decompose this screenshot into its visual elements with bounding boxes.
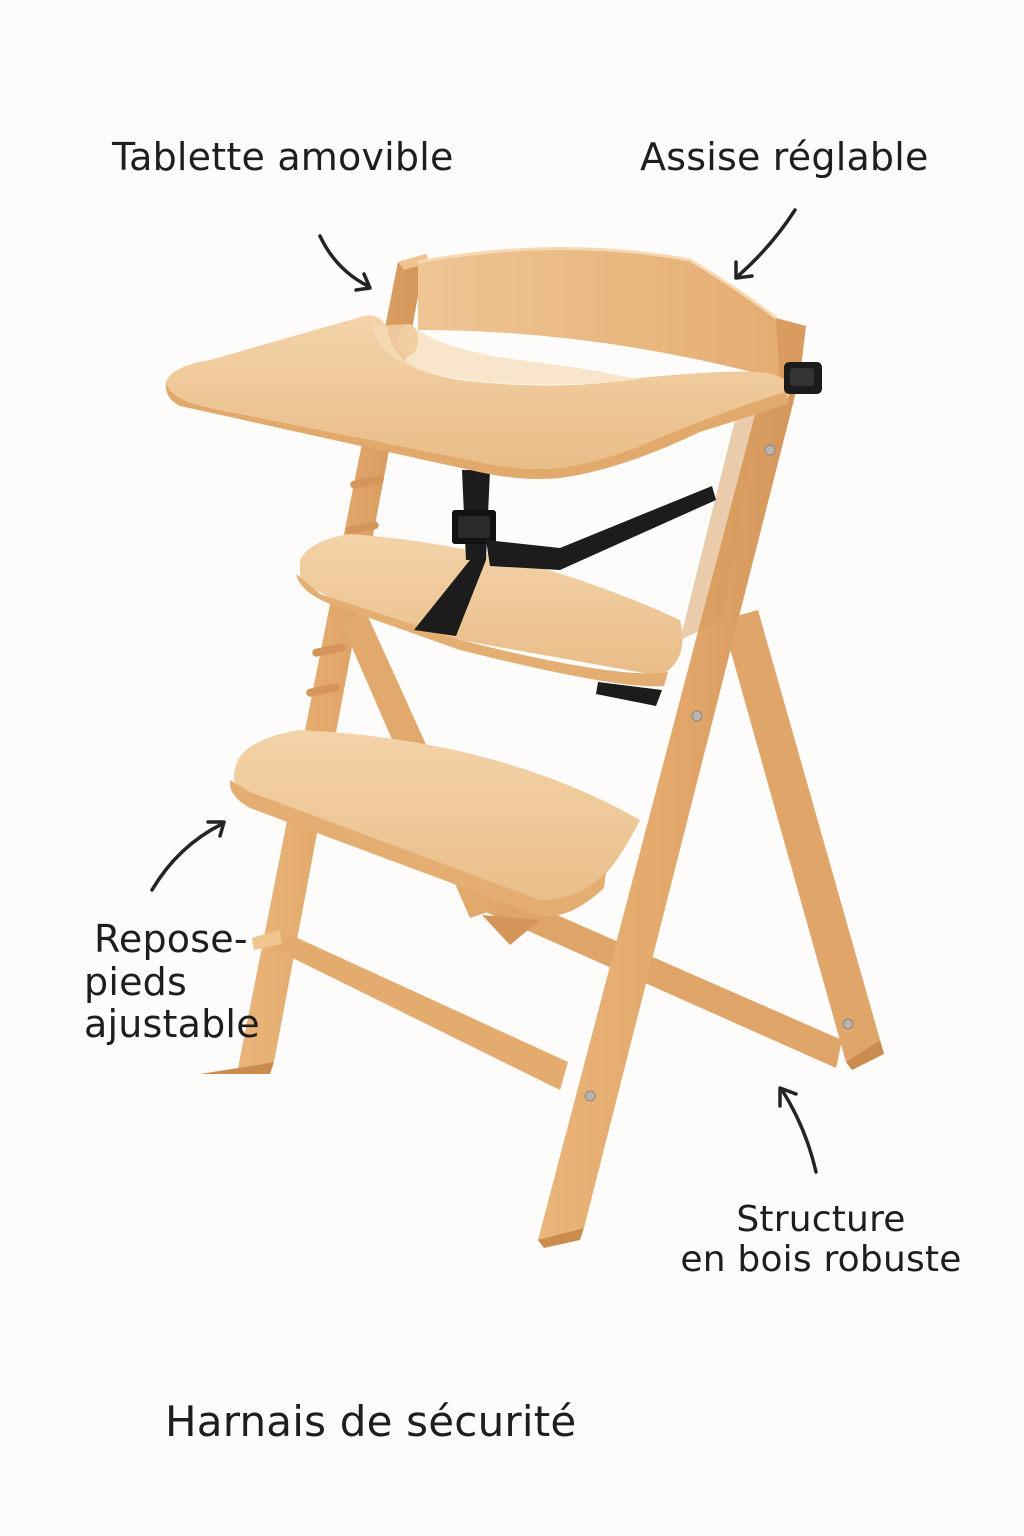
label-safety-harness: Harnais de sécurité bbox=[165, 1398, 576, 1445]
label-adjustable-seat: Assise réglable bbox=[640, 136, 929, 179]
label-line: en bois robuste bbox=[680, 1239, 962, 1281]
label-removable-tray: Tablette amovible bbox=[112, 136, 454, 179]
front-cross-rail bbox=[252, 930, 568, 1090]
footrest bbox=[229, 730, 640, 917]
rear-cross-rail bbox=[470, 890, 842, 1068]
label-text: Harnais de sécurité bbox=[165, 1397, 577, 1446]
label-line: Repose- bbox=[94, 917, 248, 961]
label-text: Tablette amovible bbox=[112, 135, 454, 179]
safety-harness bbox=[414, 470, 716, 706]
removable-tray bbox=[165, 315, 822, 479]
left-front-leg bbox=[200, 254, 430, 1074]
backrest bbox=[417, 246, 806, 384]
label-sturdy-wood-structure: Structure en bois robuste bbox=[660, 1199, 982, 1281]
label-line: pieds bbox=[84, 959, 187, 1004]
seat bbox=[296, 534, 683, 687]
label-line: ajustable bbox=[84, 1002, 260, 1047]
adjustment-notches bbox=[306, 475, 384, 697]
right-front-leg bbox=[538, 376, 800, 1248]
label-line: Structure bbox=[736, 1199, 906, 1240]
rear-leg bbox=[722, 610, 884, 1070]
screws bbox=[584, 444, 854, 1102]
label-adjustable-footrest: Repose- pieds ajustable bbox=[84, 918, 260, 1046]
label-text: Assise réglable bbox=[640, 135, 929, 179]
